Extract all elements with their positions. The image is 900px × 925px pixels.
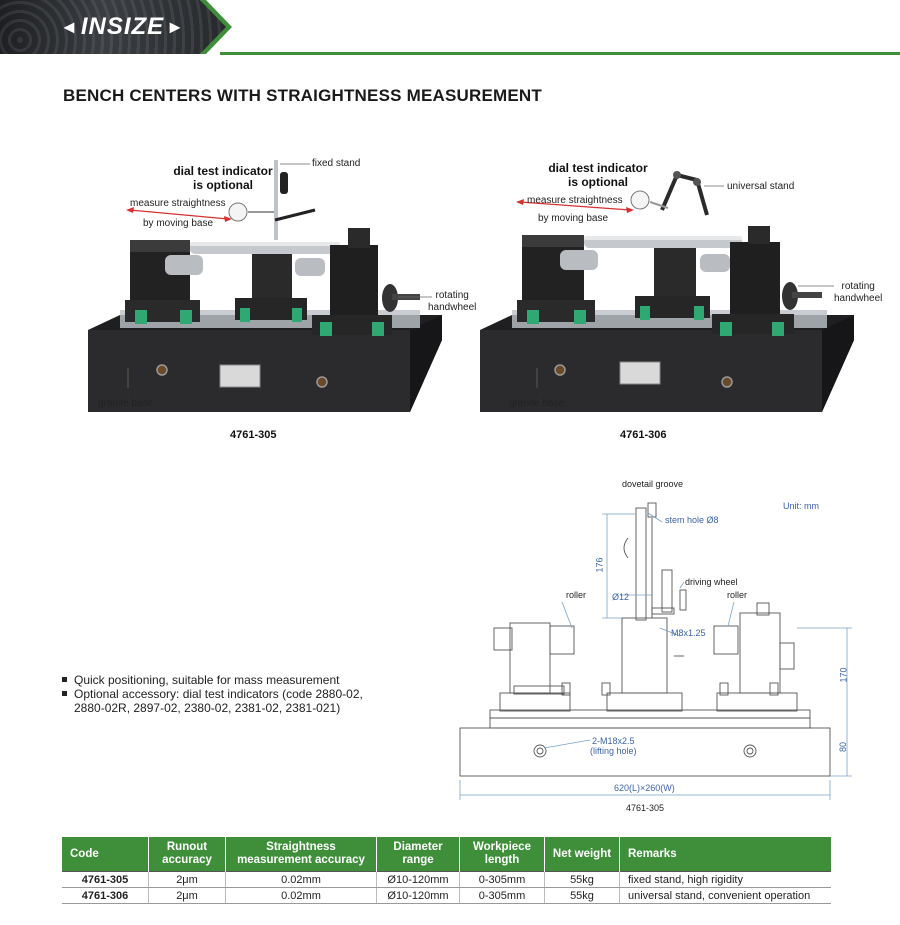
cell-length: 0-305mm — [459, 887, 545, 904]
drawing-caption: 4761-305 — [626, 803, 665, 813]
header-rule — [220, 52, 900, 55]
cell-runout: 2μm — [148, 887, 226, 904]
label-driving-wheel: driving wheel — [685, 577, 738, 587]
product-code-caption-306: 4761-306 — [620, 429, 667, 441]
cell-diameter: Ø10-120mm — [376, 887, 460, 904]
callout-base-306: granite base — [509, 398, 565, 409]
header-banner — [0, 0, 230, 54]
feature-list: Quick positioning, suitable for mass mea… — [62, 673, 382, 715]
table-header-row: Code Runout accuracy Straightness measur… — [62, 837, 831, 872]
spec-table: Code Runout accuracy Straightness measur… — [62, 837, 831, 904]
cell-code: 4761-305 — [62, 871, 149, 888]
page-title: BENCH CENTERS WITH STRAIGHTNESS MEASUREM… — [63, 86, 542, 105]
product-photo-4761-306 — [480, 171, 854, 412]
callout-stand-306: universal stand — [727, 181, 795, 192]
callout-measure-305: measure straightness — [130, 198, 226, 209]
cell-straightness: 0.02mm — [225, 871, 377, 888]
cell-remarks: universal stand, convenient operation — [619, 887, 831, 904]
col-code: Code — [62, 837, 149, 872]
label-dim-176: 176 — [594, 557, 605, 573]
table-row: 4761-306 2μm 0.02mm Ø10-120mm 0-305mm 55… — [62, 887, 831, 904]
cell-weight: 55kg — [544, 871, 620, 888]
callout-moving-306: by moving base — [538, 213, 609, 224]
label-roller-left: roller — [566, 590, 587, 600]
logo-arrow-right-icon: ► — [166, 16, 185, 37]
callout-handwheel-305: rotating handwheel — [428, 290, 477, 313]
product-photo-4761-305 — [88, 160, 442, 412]
label-dovetail-groove: dovetail groove — [622, 479, 684, 489]
callout-stand-305: fixed stand — [312, 158, 361, 169]
table-row: 4761-305 2μm 0.02mm Ø10-120mm 0-305mm 55… — [62, 871, 831, 888]
logo-text: INSIZE — [80, 13, 165, 40]
cell-code: 4761-306 — [62, 887, 149, 904]
logo-arrow-left-icon: ◄ — [60, 16, 79, 37]
feature-item: Optional accessory: dial test indicators… — [62, 687, 382, 715]
col-straightness: Straightness measurement accuracy — [225, 837, 377, 872]
callout-base-305: granite base — [98, 398, 154, 409]
label-dia-12: Ø12 — [612, 592, 630, 602]
cell-weight: 55kg — [544, 887, 620, 904]
cell-remarks: fixed stand, high rigidity — [619, 871, 831, 888]
col-remarks: Remarks — [619, 837, 831, 872]
cell-length: 0-305mm — [459, 871, 545, 888]
label-lifting-hole: 2-M18x2.5 (lifting hole) — [590, 736, 637, 756]
col-diameter: Diameter range — [376, 837, 460, 872]
label-dim-80: 80 — [838, 741, 849, 753]
callout-handwheel-306: rotating handwheel — [834, 281, 883, 304]
cell-straightness: 0.02mm — [225, 887, 377, 904]
feature-item: Quick positioning, suitable for mass mea… — [62, 673, 382, 687]
callout-moving-305: by moving base — [143, 218, 214, 229]
col-length: Workpiece length — [459, 837, 545, 872]
label-roller-right: roller — [727, 590, 748, 600]
col-runout: Runout accuracy — [148, 837, 226, 872]
callout-indicator-306: dial test indicator is optional — [548, 161, 648, 189]
brand-header: ◄ INSIZE ► — [0, 0, 900, 56]
col-weight: Net weight — [544, 837, 620, 872]
label-stem-hole: stem hole Ø8 — [665, 515, 719, 525]
cell-runout: 2μm — [148, 871, 226, 888]
callout-indicator-305: dial test indicator is optional — [173, 164, 273, 192]
brand-logo: ◄ INSIZE ► — [58, 13, 187, 40]
label-unit: Unit: mm — [783, 501, 819, 511]
label-dim-170: 170 — [838, 667, 849, 683]
product-code-caption-305: 4761-305 — [230, 429, 277, 441]
label-overall-size: 620(L)×260(W) — [614, 783, 675, 793]
cell-diameter: Ø10-120mm — [376, 871, 460, 888]
callout-measure-306: measure straightness — [527, 195, 623, 206]
dimension-drawing — [459, 502, 852, 800]
label-m8-thread: M8x1.25 — [671, 628, 706, 638]
